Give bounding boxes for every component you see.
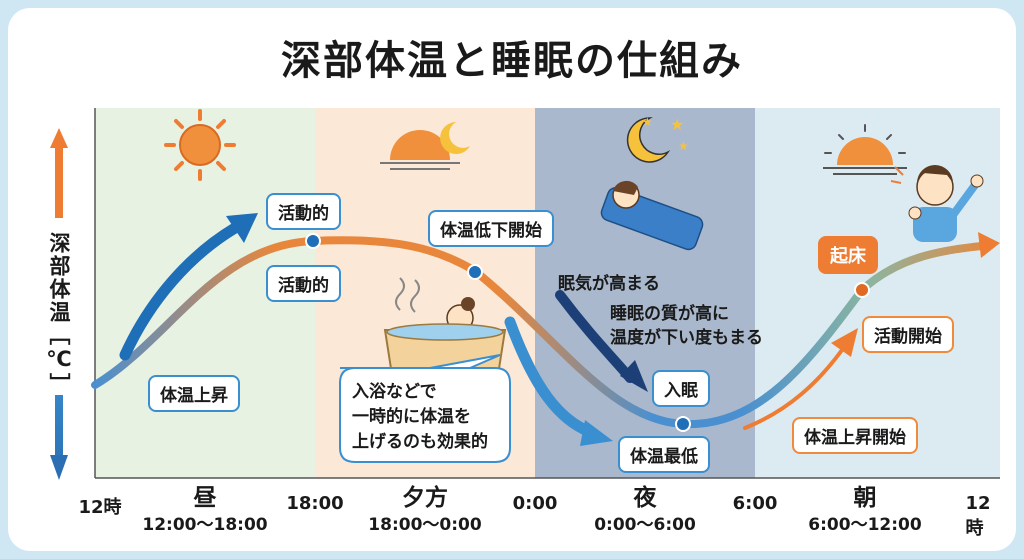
tick-noon-end: 12時 [965,493,991,539]
label-temp-rise: 体温上昇 [148,375,240,412]
period-range: 18:00〜0:00 [368,515,482,535]
sleeping-person-icon [600,180,704,251]
point-fall-start [467,264,483,280]
tick-noon-start: 12時 [78,497,122,518]
curve-end-arrowhead [978,232,1000,258]
label-wake-up: 起床 [818,236,878,274]
rise-arrow [119,222,241,361]
tick-1800: 18:00 [286,493,344,514]
label-sleep-quality-1: 睡眠の質が高に [610,304,729,324]
period-name: 昼 [193,485,217,511]
label-sleep-quality-2: 温度が下い度もまる [610,328,763,348]
period-morning: 朝 6:00〜12:00 [808,484,921,538]
period-range: 12:00〜18:00 [142,515,268,535]
bath-note-line3: 上げるのも効果的 [352,432,488,452]
bath-note-bubble [339,354,511,463]
svg-text:★: ★ [642,115,653,129]
period-name: 朝 [853,485,877,511]
morning-band [755,108,1000,478]
period-day: 昼 12:00〜18:00 [142,484,267,538]
label-temp-lowest: 体温最低 [618,436,710,473]
period-range: 6:00〜12:00 [808,515,922,535]
label-active-lower: 活動的 [266,265,341,302]
sunset-icon [380,122,470,170]
waking-person-icon [890,165,984,242]
label-active-upper: 活動的 [266,193,341,230]
moon-stars-icon: ★ ★ ★ [626,115,689,163]
svg-text:★: ★ [678,139,689,153]
period-name: 夜 [633,485,657,511]
label-fall-asleep: 入眠 [652,370,710,407]
period-night: 夜 0:00〜6:00 [594,484,696,538]
period-evening: 夕方 18:00〜0:00 [368,484,481,538]
point-lowest [675,416,691,432]
y-axis-arrow [50,128,68,480]
svg-text:★: ★ [670,115,684,134]
sunrise-icon [823,124,907,175]
sun-icon [164,109,236,181]
fall-arrow [504,316,596,438]
tick-0000: 0:00 [512,493,558,514]
label-temp-rise-start: 体温上昇開始 [792,417,918,454]
tick-0600: 6:00 [732,493,778,514]
label-temp-start-fall: 体温低下開始 [428,210,554,247]
label-drowsy: 眠気が高まる [558,274,660,294]
period-range: 0:00〜6:00 [594,515,696,535]
bath-note-line1: 入浴などで [352,382,437,402]
page-title: 深部体温と睡眠の仕組み [281,38,743,84]
point-peak [305,233,321,249]
bath-note-line2: 一時的に体温を [352,407,471,427]
period-name: 夕方 [402,485,448,511]
point-rise [854,282,870,298]
y-axis-label: 深部体温［℃］ [47,232,71,396]
label-activity-start: 活動開始 [862,316,954,353]
morning-rise-arrow [743,348,844,430]
